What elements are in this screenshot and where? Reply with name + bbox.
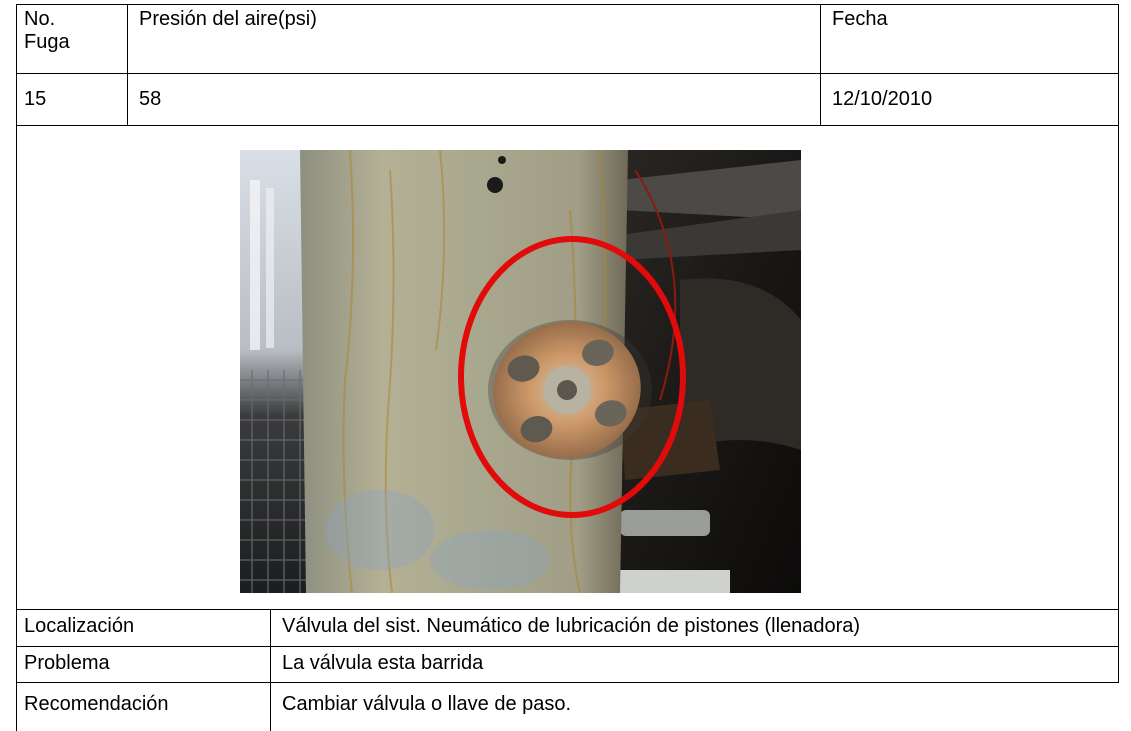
table-divider (16, 73, 1119, 74)
floor-grating (240, 370, 310, 593)
recommendation-label: Recomendación (24, 693, 169, 715)
location-value: Válvula del sist. Neumático de lubricaci… (282, 615, 861, 637)
window-pane (266, 188, 274, 348)
pressure-value: 58 (139, 88, 162, 110)
table-border-right (1118, 4, 1119, 682)
recommendation-value: Cambiar válvula o llave de paso. (282, 693, 572, 715)
problem-value: La válvula esta barrida (282, 652, 484, 674)
valve-handwheel (488, 320, 652, 460)
table-border-top (16, 4, 1119, 5)
table-divider (16, 609, 1119, 610)
leak-number-value: 15 (24, 88, 47, 110)
table-border-left (16, 4, 17, 731)
table-divider (270, 609, 271, 731)
window-pane (250, 180, 260, 350)
pipe (620, 210, 801, 260)
date-value: 12/10/2010 (832, 88, 933, 110)
table-divider (820, 4, 821, 125)
table-divider (16, 646, 1119, 647)
highlight-circle (458, 236, 686, 518)
leak-number-header: No. Fuga (24, 8, 70, 53)
red-wire (634, 169, 677, 401)
leak-photo (240, 150, 801, 593)
location-label: Localización (24, 615, 135, 637)
blue-stain (325, 490, 550, 590)
metal-bracket (600, 570, 730, 593)
table-divider (127, 4, 128, 125)
problem-label: Problema (24, 652, 110, 674)
bolt-hole (487, 177, 503, 193)
table-divider (16, 682, 1119, 683)
pipe (620, 160, 801, 220)
pipe-fitting (620, 510, 710, 536)
date-header: Fecha (832, 8, 888, 30)
bolt-hole (498, 156, 506, 164)
pressure-header: Presión del aire(psi) (139, 8, 317, 30)
table-divider (16, 125, 1119, 126)
